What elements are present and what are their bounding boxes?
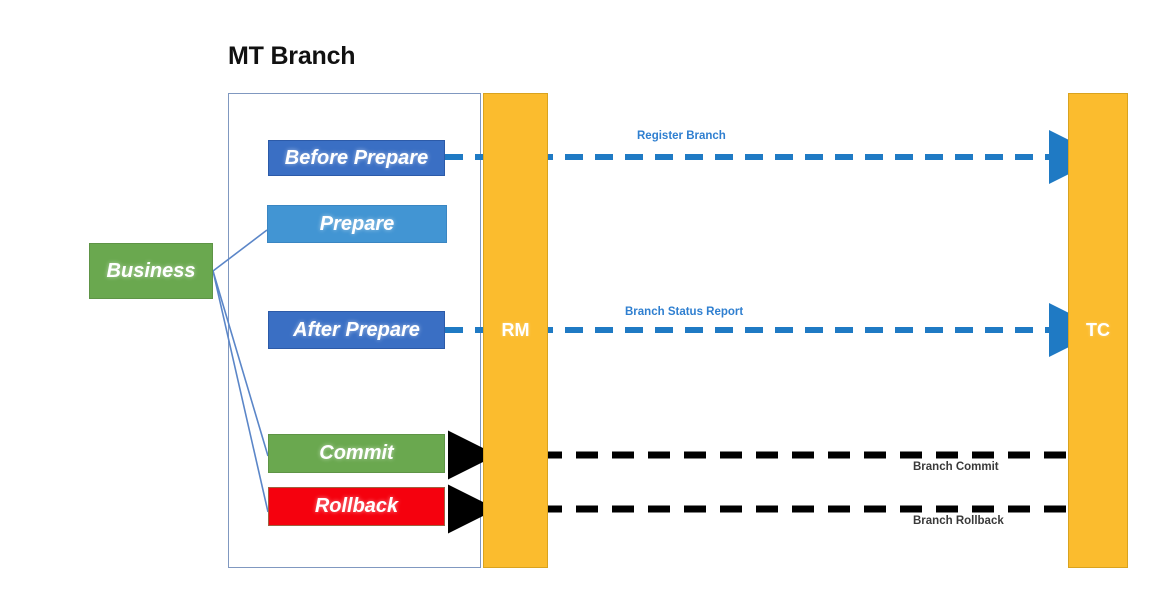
step-after-prepare[interactable]: After Prepare (268, 311, 445, 349)
flow-label-register-branch: Register Branch (637, 130, 726, 142)
flow-label-branch-commit: Branch Commit (913, 461, 999, 473)
actor-business[interactable]: Business (89, 243, 213, 299)
lane-rm[interactable]: RM (483, 93, 548, 568)
step-rollback[interactable]: Rollback (268, 487, 445, 526)
step-before-prepare[interactable]: Before Prepare (268, 140, 445, 176)
page-title: MT Branch (228, 42, 356, 70)
step-commit[interactable]: Commit (268, 434, 445, 473)
flow-label-branch-rollback: Branch Rollback (913, 515, 1004, 527)
flow-label-branch-status-report: Branch Status Report (625, 306, 744, 318)
lane-tc[interactable]: TC (1068, 93, 1128, 568)
step-prepare[interactable]: Prepare (267, 205, 447, 243)
